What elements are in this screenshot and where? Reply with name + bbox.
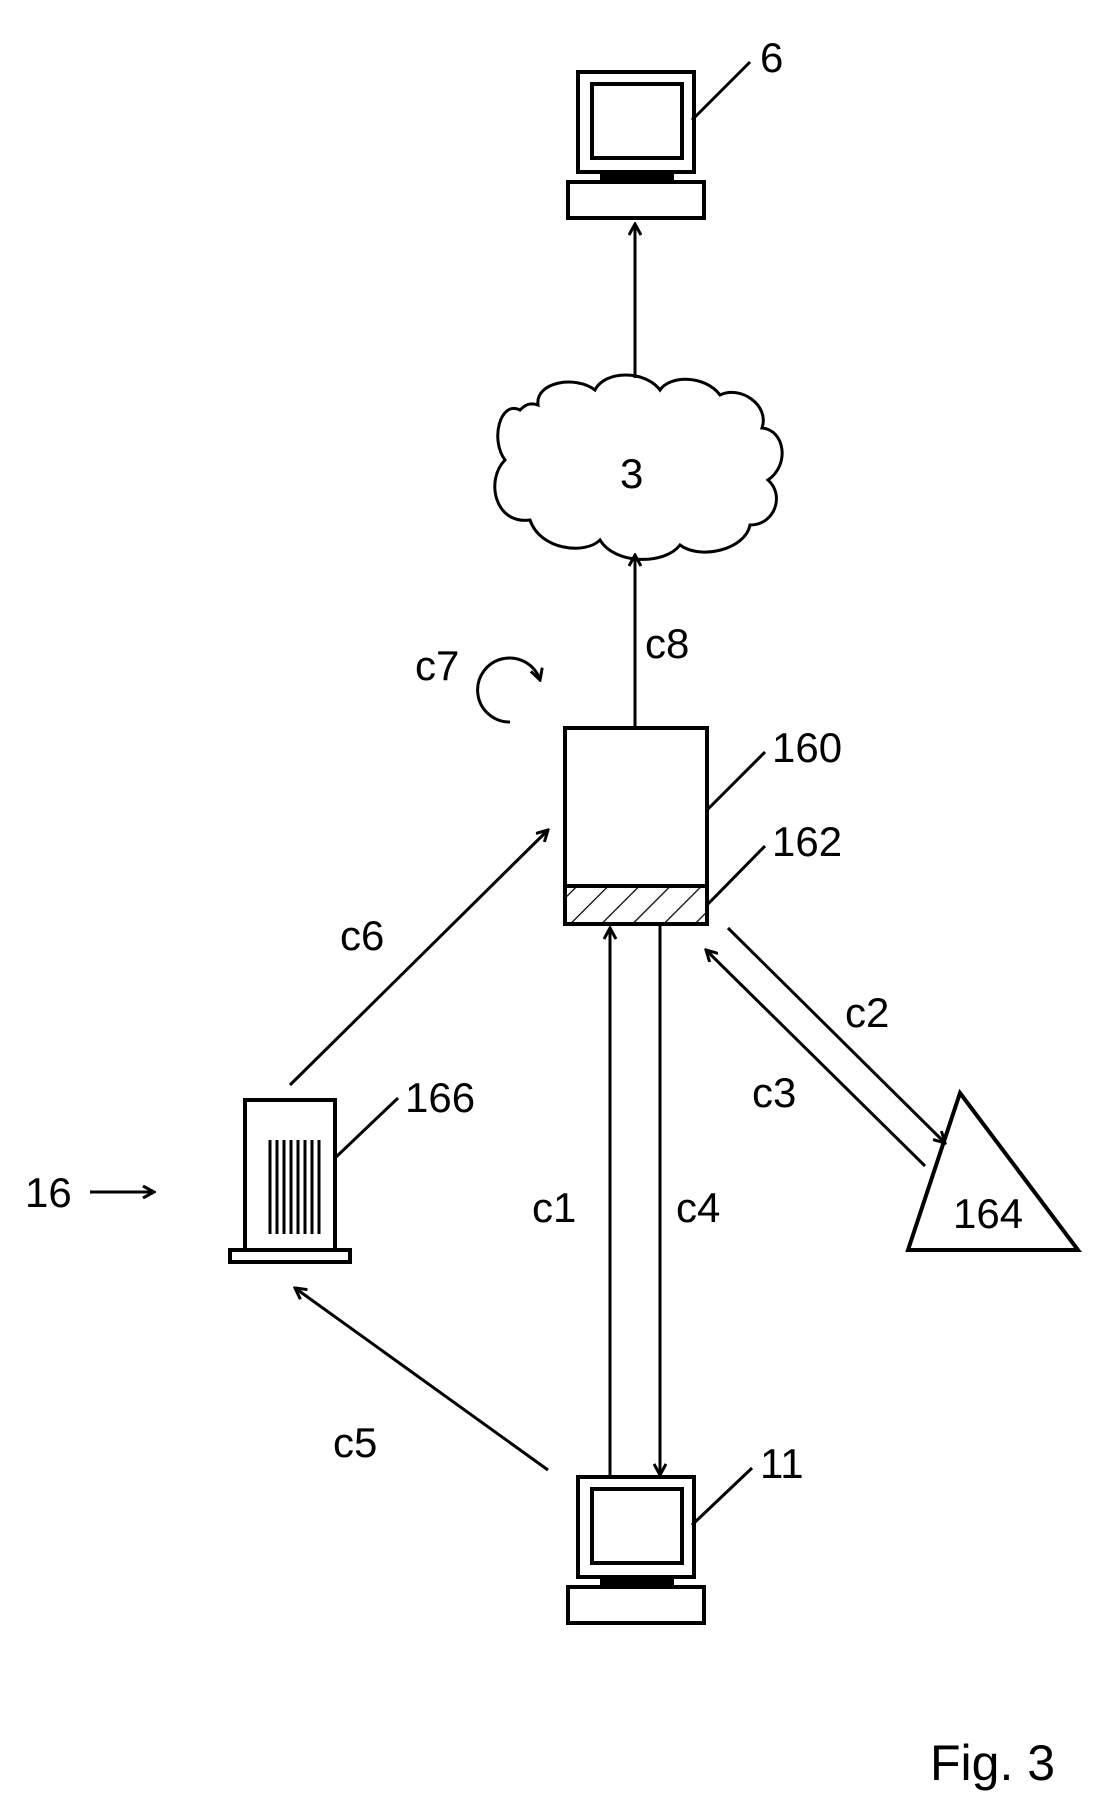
label-printer: 166 <box>405 1074 475 1121</box>
server-160 <box>565 728 707 924</box>
label-c3: c3 <box>752 1069 796 1116</box>
label-authority: 164 <box>953 1190 1023 1237</box>
label-c7: c7 <box>415 642 459 689</box>
leader-6 <box>692 62 750 120</box>
storage-162 <box>565 886 707 924</box>
label-c1: c1 <box>532 1184 576 1231</box>
printer-166 <box>230 1100 350 1262</box>
label-storage: 162 <box>772 818 842 865</box>
rotation-c7 <box>478 658 540 722</box>
label-workstation-bottom: 11 <box>760 1440 804 1487</box>
label-c2: c2 <box>845 989 889 1036</box>
label-c8: c8 <box>645 620 689 667</box>
arrow-c3 <box>706 950 925 1166</box>
leader-166 <box>335 1098 398 1158</box>
label-c4: c4 <box>676 1184 720 1231</box>
figure-caption: Fig. 3 <box>930 1735 1055 1791</box>
label-system: 16 <box>25 1169 72 1216</box>
label-server: 160 <box>772 724 842 771</box>
arrow-c6 <box>290 830 548 1085</box>
label-c5: c5 <box>333 1419 377 1466</box>
label-workstation-top: 6 <box>760 34 783 81</box>
label-network: 3 <box>620 450 643 497</box>
workstation-bottom <box>568 1477 704 1623</box>
label-c6: c6 <box>340 912 384 959</box>
leader-160 <box>707 752 765 810</box>
leader-162 <box>707 846 765 905</box>
workstation-top <box>568 72 704 218</box>
leader-11 <box>692 1468 752 1525</box>
